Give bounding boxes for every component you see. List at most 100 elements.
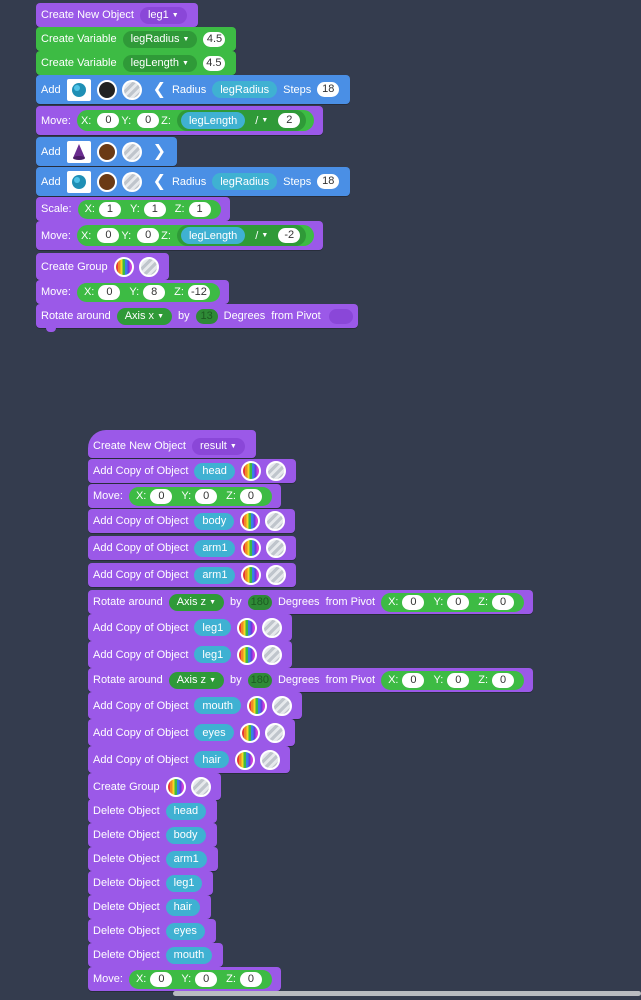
- object-variable[interactable]: hair: [194, 751, 229, 768]
- axis-dropdown[interactable]: Axis z▼: [168, 593, 224, 611]
- add-copy-block[interactable]: Add Copy of Object arm1: [88, 536, 297, 560]
- pivot-input-slot[interactable]: [328, 308, 353, 324]
- x-input[interactable]: 0: [150, 971, 173, 987]
- no-texture-icon[interactable]: [262, 644, 283, 665]
- z-input[interactable]: 1: [188, 201, 211, 217]
- x-input[interactable]: 0: [402, 672, 425, 688]
- axis-dropdown[interactable]: Axis x▼: [116, 307, 172, 325]
- color-swatch-icon[interactable]: [237, 644, 258, 665]
- no-texture-icon[interactable]: [190, 776, 211, 797]
- add-copy-block[interactable]: Add Copy of Object eyes: [88, 719, 295, 746]
- divisor-input[interactable]: -2: [278, 228, 301, 243]
- no-texture-icon[interactable]: [259, 749, 280, 770]
- object-variable[interactable]: mouth: [194, 697, 241, 714]
- no-texture-icon[interactable]: [138, 256, 159, 277]
- object-variable[interactable]: hair: [165, 898, 200, 916]
- variable-name-dropdown[interactable]: legLength▼: [122, 54, 197, 72]
- chevron-left-icon[interactable]: ❮: [152, 172, 166, 190]
- delete-object-block[interactable]: Delete Object eyes: [88, 919, 216, 943]
- math-expression[interactable]: legLength /▼ 2: [176, 110, 307, 131]
- object-variable[interactable]: eyes: [165, 922, 205, 940]
- object-variable[interactable]: eyes: [194, 724, 234, 741]
- color-swatch-icon[interactable]: [165, 776, 186, 797]
- horizontal-scrollbar[interactable]: [173, 991, 641, 996]
- add-copy-block[interactable]: Add Copy of Object body: [88, 509, 296, 533]
- no-texture-icon[interactable]: [264, 722, 285, 743]
- object-variable[interactable]: leg1: [165, 874, 203, 892]
- x-input[interactable]: 0: [98, 284, 121, 300]
- object-variable[interactable]: arm1: [165, 850, 207, 868]
- object-name-dropdown[interactable]: result▼: [191, 437, 245, 455]
- z-input[interactable]: 0: [492, 672, 515, 688]
- color-swatch-icon[interactable]: [96, 171, 117, 192]
- x-input[interactable]: 0: [97, 113, 120, 128]
- object-variable[interactable]: mouth: [165, 946, 213, 964]
- add-copy-block[interactable]: Add Copy of Object head: [88, 459, 296, 483]
- object-variable[interactable]: arm1: [194, 539, 236, 557]
- no-texture-icon[interactable]: [265, 461, 286, 481]
- no-texture-icon[interactable]: [266, 565, 287, 585]
- color-swatch-icon[interactable]: [241, 565, 262, 585]
- steps-input[interactable]: 18: [317, 82, 340, 97]
- y-input[interactable]: 0: [447, 594, 470, 610]
- move-block[interactable]: Move: X: 0 Y: 0 Z: legLength /▼ 2: [36, 106, 324, 135]
- cone-icon[interactable]: [66, 140, 91, 163]
- object-variable[interactable]: body: [194, 512, 235, 530]
- add-copy-block[interactable]: Add Copy of Object arm1: [88, 563, 297, 587]
- color-swatch-icon[interactable]: [234, 749, 255, 770]
- x-input[interactable]: 0: [402, 594, 425, 610]
- z-variable[interactable]: legLength: [180, 227, 246, 244]
- add-shape-block[interactable]: Add ❮ Radius legRadius Steps 18: [36, 167, 351, 196]
- z-input[interactable]: 0: [239, 971, 262, 987]
- y-input[interactable]: 0: [195, 488, 218, 504]
- color-swatch-icon[interactable]: [241, 538, 262, 558]
- create-variable-block[interactable]: Create Variable legRadius▼ 4.5: [36, 27, 237, 51]
- object-name-dropdown[interactable]: leg1▼: [139, 6, 187, 24]
- create-variable-block[interactable]: Create Variable legLength▼ 4.5: [36, 51, 236, 75]
- create-group-block[interactable]: Create Group: [36, 253, 169, 280]
- rotate-block[interactable]: Rotate around Axis z▼ by 180 Degrees fro…: [88, 668, 534, 692]
- object-variable[interactable]: leg1: [194, 619, 232, 636]
- divisor-input[interactable]: 2: [278, 113, 301, 128]
- delete-object-block[interactable]: Delete Object leg1: [88, 871, 214, 895]
- create-new-object-block[interactable]: Create New Object result▼: [88, 430, 256, 458]
- color-swatch-icon[interactable]: [240, 461, 261, 481]
- add-copy-block[interactable]: Add Copy of Object leg1: [88, 641, 293, 668]
- math-expression[interactable]: legLength /▼ -2: [176, 225, 307, 246]
- degrees-input[interactable]: 180: [247, 594, 272, 610]
- object-variable[interactable]: body: [165, 826, 206, 844]
- color-swatch-icon[interactable]: [96, 79, 117, 100]
- y-input[interactable]: 1: [143, 201, 166, 217]
- no-texture-icon[interactable]: [121, 141, 142, 162]
- object-variable[interactable]: head: [165, 802, 207, 820]
- y-input[interactable]: 0: [137, 228, 160, 243]
- no-texture-icon[interactable]: [265, 511, 286, 531]
- axis-dropdown[interactable]: Axis z▼: [168, 671, 224, 689]
- add-copy-block[interactable]: Add Copy of Object leg1: [88, 614, 293, 641]
- radius-variable[interactable]: legRadius: [212, 173, 278, 190]
- create-group-block[interactable]: Create Group: [88, 773, 221, 800]
- value-input[interactable]: 4.5: [202, 55, 225, 71]
- add-copy-block[interactable]: Add Copy of Object mouth: [88, 692, 302, 719]
- scale-block[interactable]: Scale: X: 1 Y: 1 Z: 1: [36, 197, 230, 221]
- no-texture-icon[interactable]: [262, 617, 283, 638]
- no-texture-icon[interactable]: [266, 538, 287, 558]
- move-block[interactable]: Move: X: 0 Y: 8 Z: -12: [36, 280, 229, 304]
- z-variable[interactable]: legLength: [180, 112, 246, 129]
- delete-object-block[interactable]: Delete Object head: [88, 799, 218, 823]
- add-copy-block[interactable]: Add Copy of Object hair: [88, 746, 290, 773]
- z-input[interactable]: -12: [187, 284, 210, 300]
- rotate-block[interactable]: Rotate around Axis z▼ by 180 Degrees fro…: [88, 590, 534, 614]
- delete-object-block[interactable]: Delete Object arm1: [88, 847, 218, 871]
- delete-object-block[interactable]: Delete Object body: [88, 823, 217, 847]
- color-swatch-icon[interactable]: [237, 617, 258, 638]
- radius-variable[interactable]: legRadius: [212, 81, 278, 98]
- object-variable[interactable]: leg1: [194, 646, 232, 663]
- degrees-input[interactable]: 180: [247, 672, 272, 688]
- move-block[interactable]: Move: X: 0 Y: 0 Z: legLength /▼ -2: [36, 221, 324, 250]
- color-swatch-icon[interactable]: [246, 695, 267, 716]
- add-shape-block[interactable]: Add ❯: [36, 137, 177, 166]
- no-texture-icon[interactable]: [271, 695, 292, 716]
- x-input[interactable]: 0: [150, 488, 173, 504]
